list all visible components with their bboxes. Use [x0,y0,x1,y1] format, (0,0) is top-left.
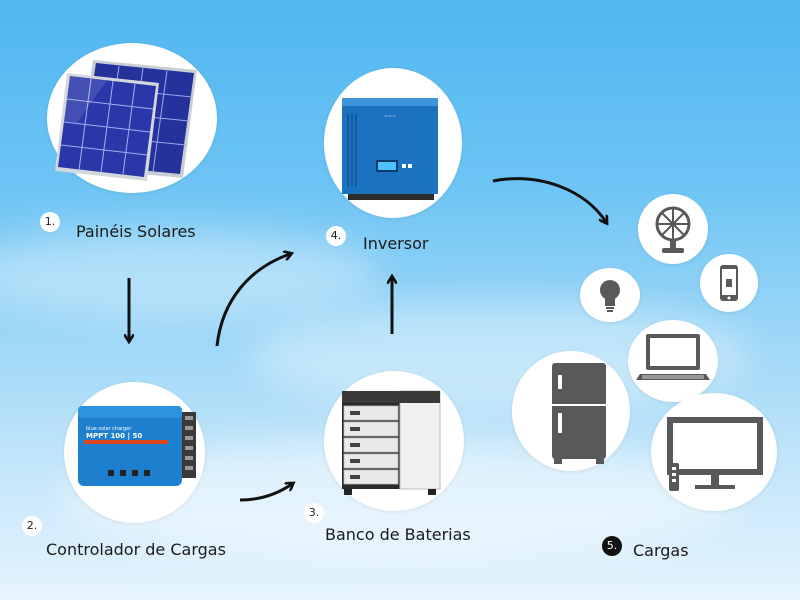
light-bulb-icon [600,280,620,312]
step-label-loads: Cargas [633,541,689,560]
refrigerator-icon [552,363,606,464]
controller-text-line2: MPPT 100 | 50 [86,432,142,441]
step-number: 1. [40,212,60,232]
cloud [0,230,380,320]
step-number: 3. [304,503,324,523]
svg-text:~~~: ~~~ [384,114,397,120]
laptop-circle [628,320,718,402]
step-label-inverter: Inversor [363,234,429,253]
television-icon [667,417,763,491]
step-number: 2. [22,516,42,536]
solar-panel-icon [55,60,197,181]
step-label-battery-bank: Banco de Baterias [325,525,471,544]
battery-bank-circle [324,371,464,511]
battery-bank-icon [342,390,441,495]
inverter-icon: ~~~ [342,98,438,200]
charge-controller-circle: blue solar charger MPPT 100 | 50 [64,382,205,523]
fan-icon [655,206,691,253]
smartphone-circle [700,254,758,312]
step-label-charge-controller: Controlador de Cargas [46,540,226,559]
fan-circle [638,194,708,264]
television-circle [651,393,777,511]
smartphone-icon [720,265,738,301]
charge-controller-icon: blue solar charger MPPT 100 | 50 [78,406,196,486]
laptop-icon [636,334,710,380]
controller-text-line1: blue solar charger [86,426,132,432]
solar-panels-circle [47,43,217,193]
inverter-circle: ~~~ [324,68,462,218]
refrigerator-circle [512,351,630,471]
step-label-solar-panels: Painéis Solares [76,222,196,241]
step-number: 4. [326,226,346,246]
light-bulb-circle [580,268,640,322]
step-number: 5. [602,536,622,556]
arrow-inverter-to-loads [492,177,606,222]
